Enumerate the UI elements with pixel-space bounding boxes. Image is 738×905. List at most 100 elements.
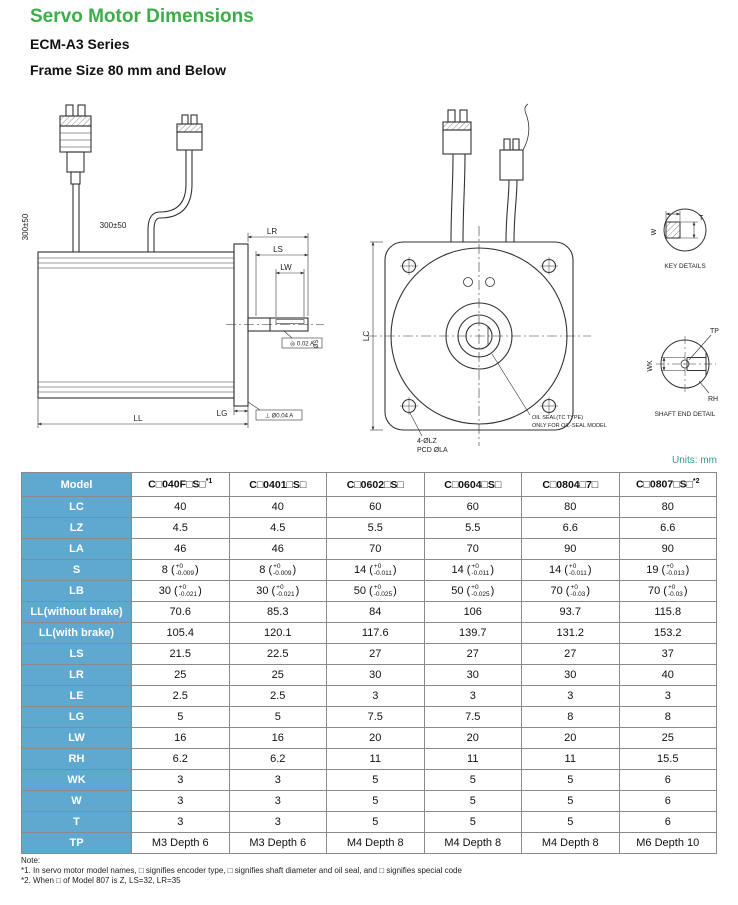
- dimension-cell: 70.6: [131, 601, 230, 623]
- row-header: LL(with brake): [21, 622, 132, 644]
- dimension-cell: 85.3: [228, 601, 327, 623]
- oil-seal-note-2: ONLY FOR OIL-SEAL MODEL: [532, 423, 607, 429]
- model-column-header: C□040F□S□*1: [131, 472, 230, 497]
- dimension-cell: 8 (+0-0.009): [228, 559, 327, 581]
- model-column-header: C□0807□S□*2: [618, 472, 717, 497]
- dimension-cell: M6 Depth 10: [618, 832, 717, 854]
- dimension-cell: 8: [618, 706, 717, 728]
- dimension-cell: M3 Depth 6: [228, 832, 327, 854]
- row-header: LA: [21, 538, 132, 560]
- dimension-cell: 3: [228, 811, 327, 833]
- model-column-header: C□0604□S□: [423, 472, 522, 497]
- dimension-cell: 30: [326, 664, 425, 686]
- row-header: S: [21, 559, 132, 581]
- key-detail: [663, 208, 707, 252]
- model-column-header: C□0401□S□: [228, 472, 327, 497]
- dimension-cell: 105.4: [131, 622, 230, 644]
- dimension-cell: 3: [131, 790, 230, 812]
- dimension-cell: 106: [423, 601, 522, 623]
- row-header: LB: [21, 580, 132, 602]
- dimension-cell: 5: [423, 769, 522, 791]
- dimension-cell: 93.7: [521, 601, 620, 623]
- dimension-cell: 37: [618, 643, 717, 665]
- shaft-end-detail: [656, 334, 716, 394]
- side-view: [37, 104, 324, 428]
- row-header: RH: [21, 748, 132, 770]
- dim-label-lr: LR: [267, 227, 277, 236]
- row-header: LZ: [21, 517, 132, 539]
- dimension-cell: 70 (+0-0.03): [618, 580, 717, 602]
- dimension-cell: 11: [326, 748, 425, 770]
- dimension-cell: 30: [423, 664, 522, 686]
- dim-label-rh: RH: [708, 396, 718, 403]
- model-column-header: C□0804□7□: [521, 472, 620, 497]
- dimension-cell: 4.5: [131, 517, 230, 539]
- dimension-cell: 3: [521, 685, 620, 707]
- dimension-cell: 80: [618, 496, 717, 518]
- dimension-cell: 27: [326, 643, 425, 665]
- model-header: Model: [21, 472, 132, 497]
- dimension-cell: 40: [131, 496, 230, 518]
- note-line-2: *2. When □ of Model 807 is Z, LS=32, LR=…: [21, 876, 181, 885]
- row-header: LS: [21, 643, 132, 665]
- dimension-cell: 50 (+0-0.025): [326, 580, 425, 602]
- dimension-cell: 6: [618, 811, 717, 833]
- dim-label-lg: LG: [217, 409, 228, 418]
- dimension-cell: 46: [131, 538, 230, 560]
- note-line-1: *1. In servo motor model names, □ signif…: [21, 866, 462, 875]
- row-header: LR: [21, 664, 132, 686]
- dimension-cell: 60: [326, 496, 425, 518]
- dimension-cell: 70 (+0-0.03): [521, 580, 620, 602]
- dim-label-ls: LS: [273, 245, 283, 254]
- pcd-label: PCD ØLA: [417, 447, 448, 452]
- dimension-cell: 6: [618, 790, 717, 812]
- dimension-cell: M4 Depth 8: [326, 832, 425, 854]
- dim-label-lw: LW: [280, 263, 292, 272]
- oil-seal-note-1: OIL SEAL(TC TYPE): [532, 415, 583, 421]
- series-subtitle: ECM-A3 Series: [30, 36, 130, 52]
- dimension-cell: 50 (+0-0.025): [423, 580, 522, 602]
- dim-label-ll: LL: [134, 414, 143, 423]
- dimension-cell: 25: [131, 664, 230, 686]
- dimension-cell: 16: [228, 727, 327, 749]
- bolt-hole-label: 4-ØLZ: [417, 438, 438, 445]
- dimension-cell: 3: [131, 769, 230, 791]
- tolerance-circ-label: ◎ 0.02 A: [290, 342, 314, 348]
- dimension-cell: 115.8: [618, 601, 717, 623]
- dimension-cell: 90: [521, 538, 620, 560]
- row-header: TP: [21, 832, 132, 854]
- dimension-cell: 40: [618, 664, 717, 686]
- dimension-cell: 5.5: [423, 517, 522, 539]
- dimension-cell: 3: [423, 685, 522, 707]
- row-header: LW: [21, 727, 132, 749]
- dim-label-w: W: [651, 228, 658, 235]
- dimension-cell: 120.1: [228, 622, 327, 644]
- shaft-dia-label: ØS: [314, 340, 320, 349]
- dimension-cell: 27: [521, 643, 620, 665]
- dimension-cell: 3: [618, 685, 717, 707]
- dimension-cell: 25: [228, 664, 327, 686]
- dimension-cell: 40: [228, 496, 327, 518]
- dimension-cell: 14 (+0-0.011): [423, 559, 522, 581]
- row-header: WK: [21, 769, 132, 791]
- dimension-cell: 2.5: [228, 685, 327, 707]
- dimension-cell: 6.6: [618, 517, 717, 539]
- dimension-cell: 5.5: [326, 517, 425, 539]
- dimension-cell: 5: [521, 769, 620, 791]
- dimension-cell: 7.5: [423, 706, 522, 728]
- dimension-cell: 3: [228, 769, 327, 791]
- row-header: LG: [21, 706, 132, 728]
- dim-label-t: T: [699, 215, 704, 222]
